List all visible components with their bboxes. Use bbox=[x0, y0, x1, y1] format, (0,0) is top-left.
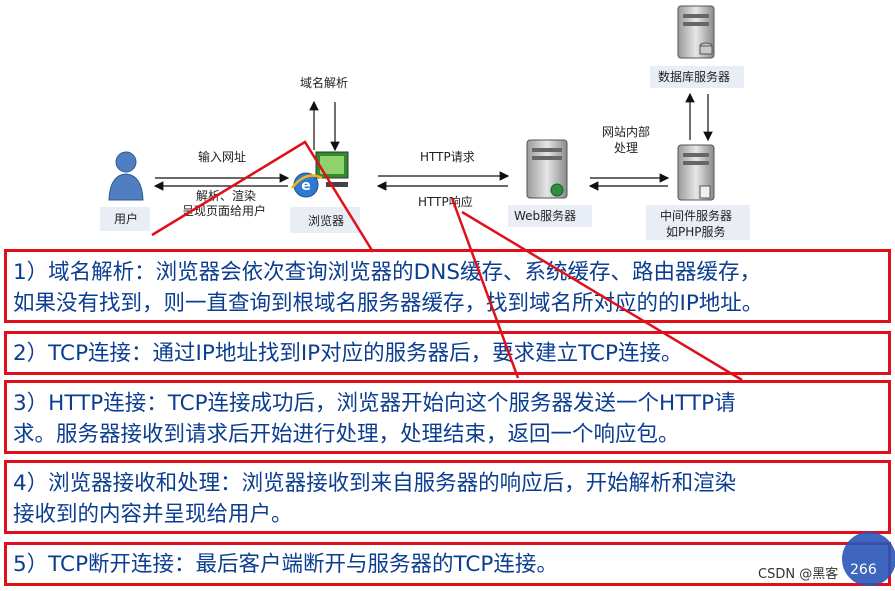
middleware-label-1: 中间件服务器 bbox=[660, 209, 733, 223]
middleware-server-icon bbox=[677, 144, 715, 201]
browser-label: 浏览器 bbox=[308, 214, 345, 228]
step-3-line-1: 3）HTTP连接：TCP连接成功后，浏览器开始向这个服务器发送一个HTTP请 bbox=[13, 391, 736, 416]
step-2-line-1: 2）TCP连接：通过IP地址找到IP对应的服务器后，要求建立TCP连接。 bbox=[13, 341, 683, 366]
database-server-icon bbox=[677, 5, 715, 59]
input-url-label: 输入网址 bbox=[198, 150, 247, 164]
step-1-line-1: 1）域名解析：浏览器会依次查询浏览器的DNS缓存、系统缓存、路由器缓存， bbox=[13, 260, 761, 285]
badge-count: 266 bbox=[850, 562, 877, 578]
http-request-label: HTTP请求 bbox=[420, 150, 475, 164]
step-box-2: 2）TCP连接：通过IP地址找到IP对应的服务器后，要求建立TCP连接。 bbox=[4, 331, 891, 375]
csdn-watermark: CSDN @黑客 bbox=[758, 567, 839, 582]
dns-label: 域名解析 bbox=[300, 76, 349, 90]
step-1-line-2: 如果没有找到，则一直查询到根域名服务器缓存，找到域名所对应的的IP地址。 bbox=[13, 291, 764, 316]
database-label: 数据库服务器 bbox=[658, 70, 731, 84]
step-box-5: 5）TCP断开连接：最后客户端断开与服务器的TCP连接。 bbox=[4, 542, 891, 586]
http-response-label: HTTP响应 bbox=[418, 195, 473, 209]
step-box-1: 1）域名解析：浏览器会依次查询浏览器的DNS缓存、系统缓存、路由器缓存， 如果没… bbox=[4, 249, 891, 323]
middleware-label-2: 如PHP服务 bbox=[666, 225, 726, 239]
web-server-icon bbox=[526, 139, 568, 199]
step-5-line-1: 5）TCP断开连接：最后客户端断开与服务器的TCP连接。 bbox=[13, 552, 558, 577]
step-4-line-2: 接收到的内容并呈现给用户。 bbox=[13, 502, 293, 527]
svg-text:e: e bbox=[301, 178, 311, 194]
browser-icon: e bbox=[291, 151, 349, 198]
web-server-label: Web服务器 bbox=[514, 209, 577, 223]
step-box-4: 4）浏览器接收和处理：浏览器接收到来自服务器的响应后，开始解析和渲染 接收到的内… bbox=[4, 460, 891, 534]
render-label-1: 解析、渲染 bbox=[196, 189, 257, 203]
step-box-3: 3）HTTP连接：TCP连接成功后，浏览器开始向这个服务器发送一个HTTP请 求… bbox=[4, 380, 891, 454]
step-4-line-1: 4）浏览器接收和处理：浏览器接收到来自服务器的响应后，开始解析和渲染 bbox=[13, 471, 737, 496]
floating-badge[interactable]: 266 bbox=[842, 532, 895, 586]
internal-label-2: 处理 bbox=[614, 141, 639, 155]
user-icon bbox=[108, 151, 144, 201]
render-label-2: 呈现页面给用户 bbox=[182, 204, 267, 218]
user-label: 用户 bbox=[114, 212, 139, 226]
step-3-line-2: 求。服务器接收到请求后开始进行处理，处理结束，返回一个响应包。 bbox=[13, 422, 680, 447]
internal-label-1: 网站内部 bbox=[602, 125, 651, 139]
